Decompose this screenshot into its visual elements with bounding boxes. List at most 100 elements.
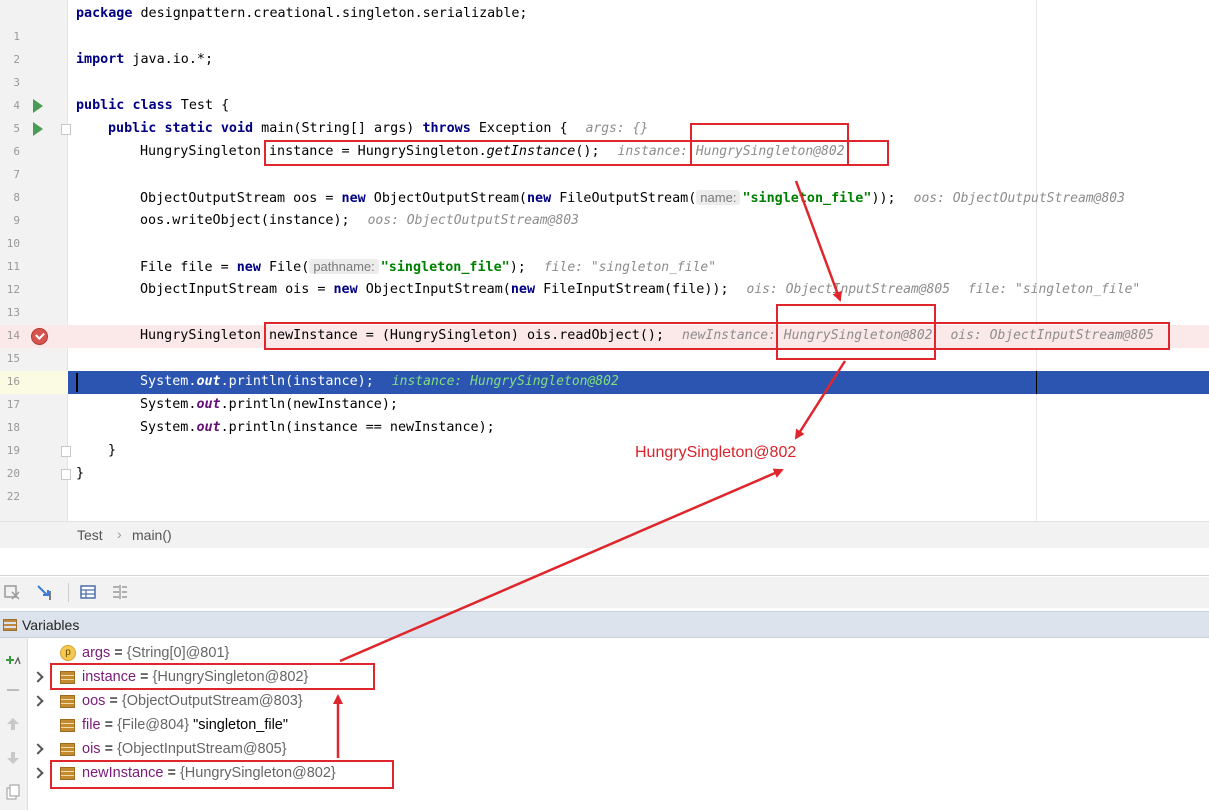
line-number: 3 bbox=[13, 76, 20, 89]
line-number: 4 bbox=[13, 99, 20, 112]
move-down-icon[interactable] bbox=[5, 750, 21, 766]
code-text: System.out.println(newInstance); bbox=[140, 397, 398, 412]
line-number: 1 bbox=[13, 30, 20, 43]
fold-icon[interactable] bbox=[61, 124, 71, 135]
editor-gutter[interactable] bbox=[0, 0, 68, 521]
field-icon bbox=[60, 695, 75, 708]
line-number: 18 bbox=[6, 421, 20, 434]
code-line-2[interactable]: 2 import java.io.*; bbox=[0, 49, 1209, 72]
variable-name: oos bbox=[82, 693, 106, 709]
inline-debug-value: oos: ObjectOutputStream@803 bbox=[913, 191, 1125, 206]
inline-debug-value: args: {} bbox=[585, 121, 649, 136]
line-number: 7 bbox=[13, 168, 20, 181]
code-line-1[interactable]: 1 bbox=[0, 26, 1209, 49]
restore-layout-icon[interactable] bbox=[111, 583, 129, 601]
variable-string-value: "singleton_file" bbox=[189, 717, 289, 733]
code-line-13[interactable]: 13 bbox=[0, 302, 1209, 325]
field-icon bbox=[60, 671, 75, 684]
variable-value: {ObjectOutputStream@803} bbox=[121, 693, 303, 709]
panel-divider[interactable] bbox=[0, 548, 1209, 576]
move-up-icon[interactable] bbox=[5, 716, 21, 732]
annotation-box-line7 bbox=[264, 140, 889, 166]
variable-name: instance bbox=[82, 669, 137, 685]
annotation-box-instance-var bbox=[50, 663, 375, 690]
code-line-16-execution-point[interactable]: 16 System.out.println(instance);instance… bbox=[0, 371, 1209, 394]
field-icon bbox=[60, 743, 75, 756]
code-line-10[interactable]: 10 bbox=[0, 233, 1209, 256]
inline-debug-value: ois: ObjectInputStream@805 bbox=[950, 328, 1154, 343]
code-text: import java.io.*; bbox=[76, 52, 214, 67]
code-text: HungrySingleton instance = HungrySinglet… bbox=[140, 144, 845, 159]
code-line-17[interactable]: 17 System.out.println(newInstance); bbox=[0, 394, 1209, 417]
variable-row-newinstance[interactable]: newInstance = {HungrySingleton@802} bbox=[28, 762, 1209, 786]
code-text: ObjectOutputStream oos = new ObjectOutpu… bbox=[140, 190, 1125, 206]
variable-row-instance[interactable]: instance = {HungrySingleton@802} bbox=[28, 666, 1209, 690]
variable-row-oos[interactable]: oos = {ObjectOutputStream@803} bbox=[28, 690, 1209, 714]
line-number: 8 bbox=[13, 191, 20, 204]
annotation-box-newinstance-var bbox=[50, 760, 394, 789]
copy-icon[interactable] bbox=[5, 784, 21, 800]
variable-row-args[interactable]: p args = {String[0]@801} bbox=[28, 642, 1209, 666]
code-line-19[interactable]: 19 } bbox=[0, 440, 1209, 463]
expand-arrow-icon[interactable] bbox=[32, 743, 44, 755]
code-line-7[interactable]: 7 bbox=[0, 164, 1209, 187]
inline-debug-value: file: "singleton_file" bbox=[543, 260, 717, 275]
expand-arrow-icon[interactable] bbox=[32, 767, 44, 779]
new-watch-icon[interactable] bbox=[5, 652, 21, 668]
expand-arrow-icon[interactable] bbox=[32, 671, 44, 683]
code-line-8[interactable]: 8 ObjectOutputStream oos = new ObjectOut… bbox=[0, 187, 1209, 210]
variable-row-ois[interactable]: ois = {ObjectInputStream@805} bbox=[28, 738, 1209, 762]
code-line-15[interactable]: 15 bbox=[0, 348, 1209, 371]
breadcrumb-item-test[interactable]: Test bbox=[77, 527, 103, 543]
close-frame-icon[interactable] bbox=[3, 583, 21, 601]
variable-name: file bbox=[82, 717, 101, 733]
line-number: 12 bbox=[6, 283, 20, 296]
table-view-icon[interactable] bbox=[79, 583, 97, 601]
variables-panel-header[interactable]: Variables bbox=[0, 611, 1209, 638]
code-line-5[interactable]: 5 public static void main(String[] args)… bbox=[0, 118, 1209, 141]
line-number: 10 bbox=[6, 237, 20, 250]
code-line-6[interactable]: 6 HungrySingleton instance = HungrySingl… bbox=[0, 141, 1209, 164]
code-line-20[interactable]: 20 } bbox=[0, 463, 1209, 486]
line-number: 5 bbox=[13, 122, 20, 135]
gutter-separator bbox=[67, 0, 68, 521]
code-line-0[interactable]: package designpattern.creational.singlet… bbox=[0, 3, 1209, 26]
gutter-current-line bbox=[0, 371, 68, 394]
step-into-icon[interactable] bbox=[36, 583, 54, 601]
fold-icon[interactable] bbox=[61, 469, 71, 480]
code-text: System.out.println(instance == newInstan… bbox=[140, 420, 495, 435]
code-line-9[interactable]: 9 oos.writeObject(instance);oos: ObjectO… bbox=[0, 210, 1209, 233]
code-line-21[interactable]: 22 bbox=[0, 486, 1209, 509]
breadcrumb-item-main[interactable]: main() bbox=[132, 527, 172, 543]
code-line-11[interactable]: 11 File file = new File(pathname:"single… bbox=[0, 256, 1209, 279]
code-editor[interactable]: package designpattern.creational.singlet… bbox=[0, 0, 1209, 521]
code-line-14-breakpoint[interactable]: 14 HungrySingleton newInstance = (Hungry… bbox=[0, 325, 1209, 348]
code-text: public static void main(String[] args) t… bbox=[108, 121, 649, 136]
inline-debug-value: ois: ObjectInputStream@805 bbox=[746, 282, 951, 297]
line-number: 19 bbox=[6, 444, 20, 457]
code-line-4[interactable]: 4 public class Test { bbox=[0, 95, 1209, 118]
variable-row-file[interactable]: file = {File@804} "singleton_file" bbox=[28, 714, 1209, 738]
annotation-box-newinstance-value bbox=[776, 304, 936, 360]
code-line-3[interactable]: 3 bbox=[0, 72, 1209, 95]
right-margin-guide bbox=[1036, 0, 1037, 521]
breadcrumb-separator: › bbox=[117, 526, 122, 542]
variable-name: newInstance bbox=[82, 765, 164, 781]
line-number: 22 bbox=[6, 490, 20, 503]
fold-icon[interactable] bbox=[61, 446, 71, 457]
debug-toolbar bbox=[0, 577, 1209, 608]
line-number: 15 bbox=[6, 352, 20, 365]
annotation-box-instance-value bbox=[690, 123, 849, 166]
variables-title: Variables bbox=[22, 617, 80, 633]
breakpoint-icon[interactable] bbox=[31, 328, 48, 345]
variable-value: {File@804} bbox=[117, 717, 190, 733]
remove-watch-icon[interactable] bbox=[5, 682, 21, 698]
expand-arrow-icon[interactable] bbox=[32, 695, 44, 707]
line-number: 13 bbox=[6, 306, 20, 319]
parameter-hint: name: bbox=[696, 190, 741, 205]
run-class-icon[interactable] bbox=[33, 99, 43, 113]
code-line-18[interactable]: 18 System.out.println(instance == newIns… bbox=[0, 417, 1209, 440]
run-method-icon[interactable] bbox=[33, 122, 43, 136]
margin-marker bbox=[1036, 371, 1037, 394]
code-line-12[interactable]: 12 ObjectInputStream ois = new ObjectInp… bbox=[0, 279, 1209, 302]
